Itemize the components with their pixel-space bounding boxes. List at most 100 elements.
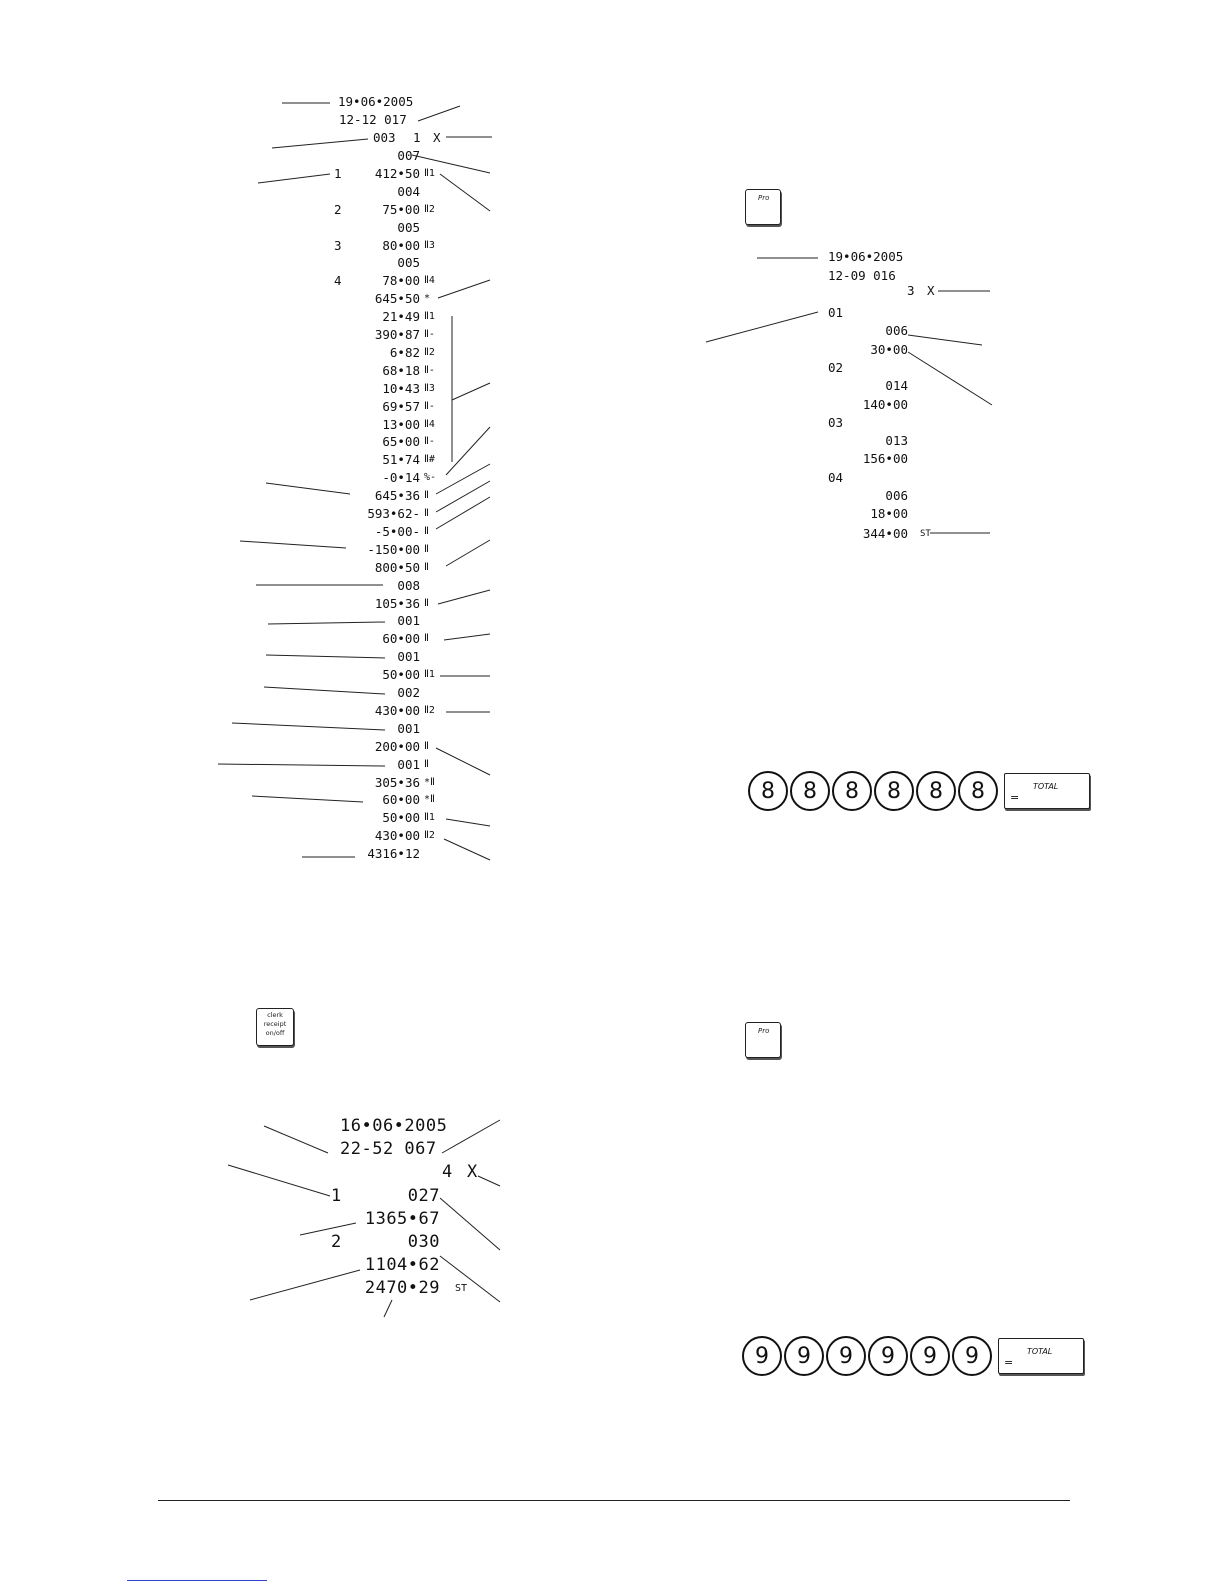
clerk-receipt-onoff-key[interactable]: clerk receipt on/off (256, 1008, 294, 1046)
receipt-date: 19•06•2005 (338, 94, 414, 109)
line-group-label: 02 (828, 360, 844, 375)
line-value: 593•62- (367, 506, 420, 521)
line-value: -0•14 (382, 470, 420, 485)
display-eights: 8 8 8 8 8 8 = TOTAL (748, 771, 1090, 811)
digit-key[interactable]: 9 (742, 1336, 782, 1376)
receipt-date: 19•06•2005 (828, 249, 904, 264)
total-key[interactable]: = TOTAL (1004, 773, 1090, 809)
line-symbol: Ⅱ (424, 526, 429, 537)
digit-key[interactable]: 9 (910, 1336, 950, 1376)
line-symbol: Ⅱ3 (424, 383, 435, 394)
row-value: 1104•62 (364, 1255, 440, 1275)
line-value: 005 (397, 220, 420, 235)
pro-key-label: Pro (758, 194, 770, 202)
line-number: 2 (334, 202, 342, 217)
receipt-header-symbol: X (467, 1162, 478, 1182)
line-value: 008 (397, 578, 420, 593)
line-value: 001 (397, 613, 420, 628)
line-value: 68•18 (382, 363, 420, 378)
line-symbol: Ⅱ (424, 759, 429, 770)
line-symbol: Ⅱ# (424, 454, 435, 465)
receipt-header-qty: 3 (907, 283, 915, 298)
line-value: 69•57 (382, 399, 420, 414)
line-symbol: Ⅱ4 (424, 419, 435, 430)
line-value: -5•00- (374, 524, 420, 539)
line-value: 001 (397, 721, 420, 736)
digit-key[interactable]: 8 (874, 771, 914, 811)
line-symbol: Ⅱ1 (424, 311, 435, 322)
line-group-label: 03 (828, 415, 844, 430)
line-symbol: Ⅱ- (424, 436, 435, 447)
digit-key[interactable]: 9 (784, 1336, 824, 1376)
line-value: 105•36 (374, 596, 420, 611)
line-symbol: Ⅱ (424, 490, 429, 501)
pro-key-label: Pro (758, 1027, 770, 1035)
digit-key[interactable]: 8 (916, 771, 956, 811)
digit-key[interactable]: 8 (832, 771, 872, 811)
line-value: 50•00 (382, 810, 420, 825)
line-value: 75•00 (382, 202, 420, 217)
line-value: 390•87 (374, 327, 420, 342)
line-value: 001 (397, 649, 420, 664)
line-value: 60•00 (382, 792, 420, 807)
row-value: 030 (407, 1232, 440, 1252)
total-key-label: TOTAL (1033, 782, 1059, 791)
line-value: 002 (397, 685, 420, 700)
line-value: 014 (885, 378, 908, 393)
line-symbol: * (424, 293, 431, 304)
line-symbol: Ⅱ (424, 598, 429, 609)
line-symbol: Ⅱ2 (424, 347, 435, 358)
line-symbol: Ⅱ- (424, 365, 435, 376)
line-value: 004 (397, 184, 420, 199)
receipt-header-symbol: X (433, 130, 441, 145)
line-value: 006 (885, 488, 908, 503)
line-value: 30•00 (870, 342, 908, 357)
row-number: 2 (331, 1232, 342, 1252)
line-value: 305•36 (374, 775, 420, 790)
clerk-key-line3: on/off (265, 1029, 285, 1037)
footer-rule (158, 1500, 1070, 1501)
receipt-time-counter: 22-52 067 (340, 1139, 437, 1159)
line-value: 645•50 (374, 291, 420, 306)
line-value: 006 (885, 323, 908, 338)
digit-key[interactable]: 9 (826, 1336, 866, 1376)
line-value: 4316•12 (367, 846, 420, 861)
digit-key[interactable]: 9 (868, 1336, 908, 1376)
digit-key[interactable]: 9 (952, 1336, 992, 1376)
line-value: 430•00 (374, 703, 420, 718)
line-symbol: Ⅱ2 (424, 705, 435, 716)
line-symbol: Ⅱ4 (424, 275, 435, 286)
line-value: 156•00 (862, 451, 908, 466)
line-value: 200•00 (374, 739, 420, 754)
line-number: 4 (334, 273, 342, 288)
line-value: 78•00 (382, 273, 420, 288)
clerk-key-line2: receipt (263, 1020, 287, 1028)
line-symbol: Ⅱ2 (424, 204, 435, 215)
row-value: 027 (407, 1186, 440, 1206)
line-symbol: Ⅱ3 (424, 240, 435, 251)
line-symbol: Ⅱ (424, 741, 429, 752)
row-number: 1 (331, 1186, 342, 1206)
line-value: 005 (397, 255, 420, 270)
pro-key[interactable]: Pro (745, 189, 781, 225)
pro-key[interactable]: Pro (745, 1022, 781, 1058)
line-value: -150•00 (367, 542, 420, 557)
receipt-header-qty: 1 (413, 130, 421, 145)
line-symbol: Ⅱ1 (424, 812, 435, 823)
line-symbol: *Ⅱ (424, 777, 435, 788)
line-value: 65•00 (382, 434, 420, 449)
line-symbol: Ⅱ (424, 562, 429, 573)
digit-key[interactable]: 8 (748, 771, 788, 811)
line-value: 001 (397, 757, 420, 772)
digit-key[interactable]: 8 (958, 771, 998, 811)
line-value: 007 (397, 148, 420, 163)
total-key[interactable]: = TOTAL (998, 1338, 1084, 1374)
line-symbol: Ⅱ- (424, 329, 435, 340)
row-total-symbol: ST (455, 1283, 468, 1294)
line-symbol: Ⅱ (424, 544, 429, 555)
line-value: 18•00 (870, 506, 908, 521)
receipt-date: 16•06•2005 (340, 1116, 448, 1136)
line-number: 1 (334, 166, 342, 181)
line-symbol: Ⅱ (424, 633, 429, 644)
digit-key[interactable]: 8 (790, 771, 830, 811)
